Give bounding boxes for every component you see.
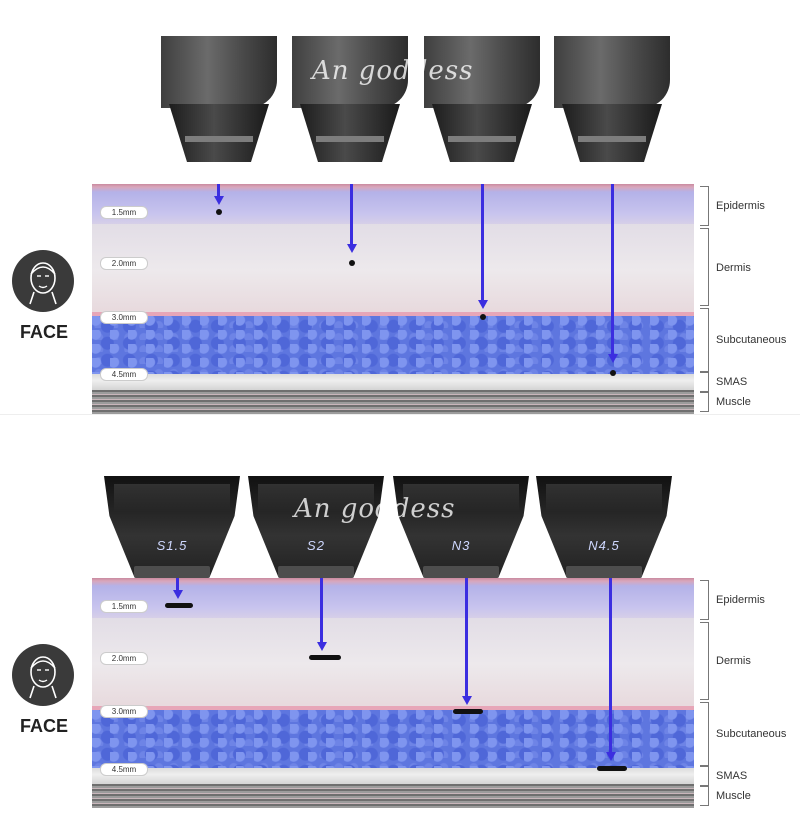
layer-name-subcutaneous: Subcutaneous: [716, 728, 787, 740]
bracket-smas: [700, 372, 709, 392]
handpiece-icon: [554, 36, 670, 166]
energy-beam: [481, 184, 484, 302]
depth-label-1: 1.5mm: [100, 600, 148, 613]
focal-point: [216, 209, 222, 215]
cartridge-label: N4.5: [588, 538, 620, 553]
epidermis-layer: [92, 184, 694, 224]
layer-name-dermis: Dermis: [716, 262, 751, 274]
handpiece-icon: [292, 36, 408, 166]
depth-label-3: 3.0mm: [100, 705, 148, 718]
layer-name-dermis: Dermis: [716, 655, 751, 667]
focal-point: [480, 314, 486, 320]
bracket-smas: [700, 766, 709, 786]
energy-beam: [465, 578, 468, 698]
subcutaneous-layer: [92, 710, 694, 768]
layer-name-epidermis: Epidermis: [716, 200, 765, 212]
smas-layer: [92, 374, 694, 390]
epidermis-layer: [92, 578, 694, 618]
beam-arrow: [317, 642, 327, 651]
focal-line: [597, 766, 627, 771]
beam-arrow: [173, 590, 183, 599]
beam-arrow: [608, 354, 618, 363]
face-icon: [12, 644, 74, 706]
focal-point: [349, 260, 355, 266]
bracket-muscle: [700, 786, 709, 806]
energy-beam: [176, 578, 179, 592]
depth-label-4: 4.5mm: [100, 763, 148, 776]
face-icon: [12, 250, 74, 312]
bracket-subcutaneous: [700, 702, 709, 766]
cartridge-label: S1.5: [156, 538, 188, 553]
bracket-muscle: [700, 392, 709, 412]
focal-line: [309, 655, 341, 660]
layer-name-muscle: Muscle: [716, 396, 751, 408]
dermis-layer: [92, 224, 694, 316]
layer-name-epidermis: Epidermis: [716, 594, 765, 606]
energy-beam: [611, 184, 614, 356]
beam-arrow: [606, 752, 616, 761]
focal-line: [165, 603, 193, 608]
dermis-boundary: [92, 706, 694, 712]
bracket-epidermis: [700, 580, 709, 620]
dermis-layer: [92, 618, 694, 710]
face-label: FACE: [19, 716, 68, 736]
bracket-subcutaneous: [700, 308, 709, 372]
watermark: An goddess: [294, 494, 456, 524]
cartridge-label: S2: [307, 538, 325, 553]
muscle-layer: [92, 784, 694, 808]
beam-arrow: [214, 196, 224, 205]
depth-label-2: 2.0mm: [100, 257, 148, 270]
cartridge-n3: N3: [393, 476, 529, 580]
dermis-boundary: [92, 312, 694, 318]
energy-beam: [350, 184, 353, 246]
energy-beam: [609, 578, 612, 754]
cartridge-s2: S2: [248, 476, 384, 580]
cartridge-label: N3: [451, 538, 471, 553]
cartridge-s1-5: S1.5: [104, 476, 240, 580]
top-panel: 1.5mm 2.0mm 3.0mm 4.5mm Epidermis Dermis…: [0, 0, 800, 414]
focal-point: [610, 370, 616, 376]
handpiece-icon: [424, 36, 540, 166]
layer-name-smas: SMAS: [716, 770, 748, 782]
bottom-panel: 1.5mm 2.0mm 3.0mm 4.5mm Epidermis Dermis…: [0, 414, 800, 828]
bracket-epidermis: [700, 186, 709, 226]
layer-name-subcutaneous: Subcutaneous: [716, 334, 787, 346]
depth-label-1: 1.5mm: [100, 206, 148, 219]
beam-arrow: [462, 696, 472, 705]
skin-cross-section-top: [92, 184, 694, 414]
depth-label-4: 4.5mm: [100, 368, 148, 381]
muscle-layer: [92, 390, 694, 414]
face-label: FACE: [19, 322, 68, 342]
skin-cross-section-bottom: [92, 578, 694, 808]
depth-label-3: 3.0mm: [100, 311, 148, 324]
layer-name-smas: SMAS: [716, 376, 748, 388]
bracket-dermis: [700, 228, 709, 306]
subcutaneous-layer: [92, 316, 694, 374]
handpiece-icon: [161, 36, 277, 166]
beam-arrow: [478, 300, 488, 309]
bracket-dermis: [700, 622, 709, 700]
beam-arrow: [347, 244, 357, 253]
energy-beam: [320, 578, 323, 644]
watermark: An goddess: [312, 56, 474, 86]
layer-name-muscle: Muscle: [716, 790, 751, 802]
panel-divider: [0, 414, 800, 415]
energy-beam: [217, 184, 220, 198]
focal-line: [453, 709, 483, 714]
depth-label-2: 2.0mm: [100, 652, 148, 665]
cartridge-n4-5: N4.5: [536, 476, 672, 580]
smas-layer: [92, 768, 694, 784]
